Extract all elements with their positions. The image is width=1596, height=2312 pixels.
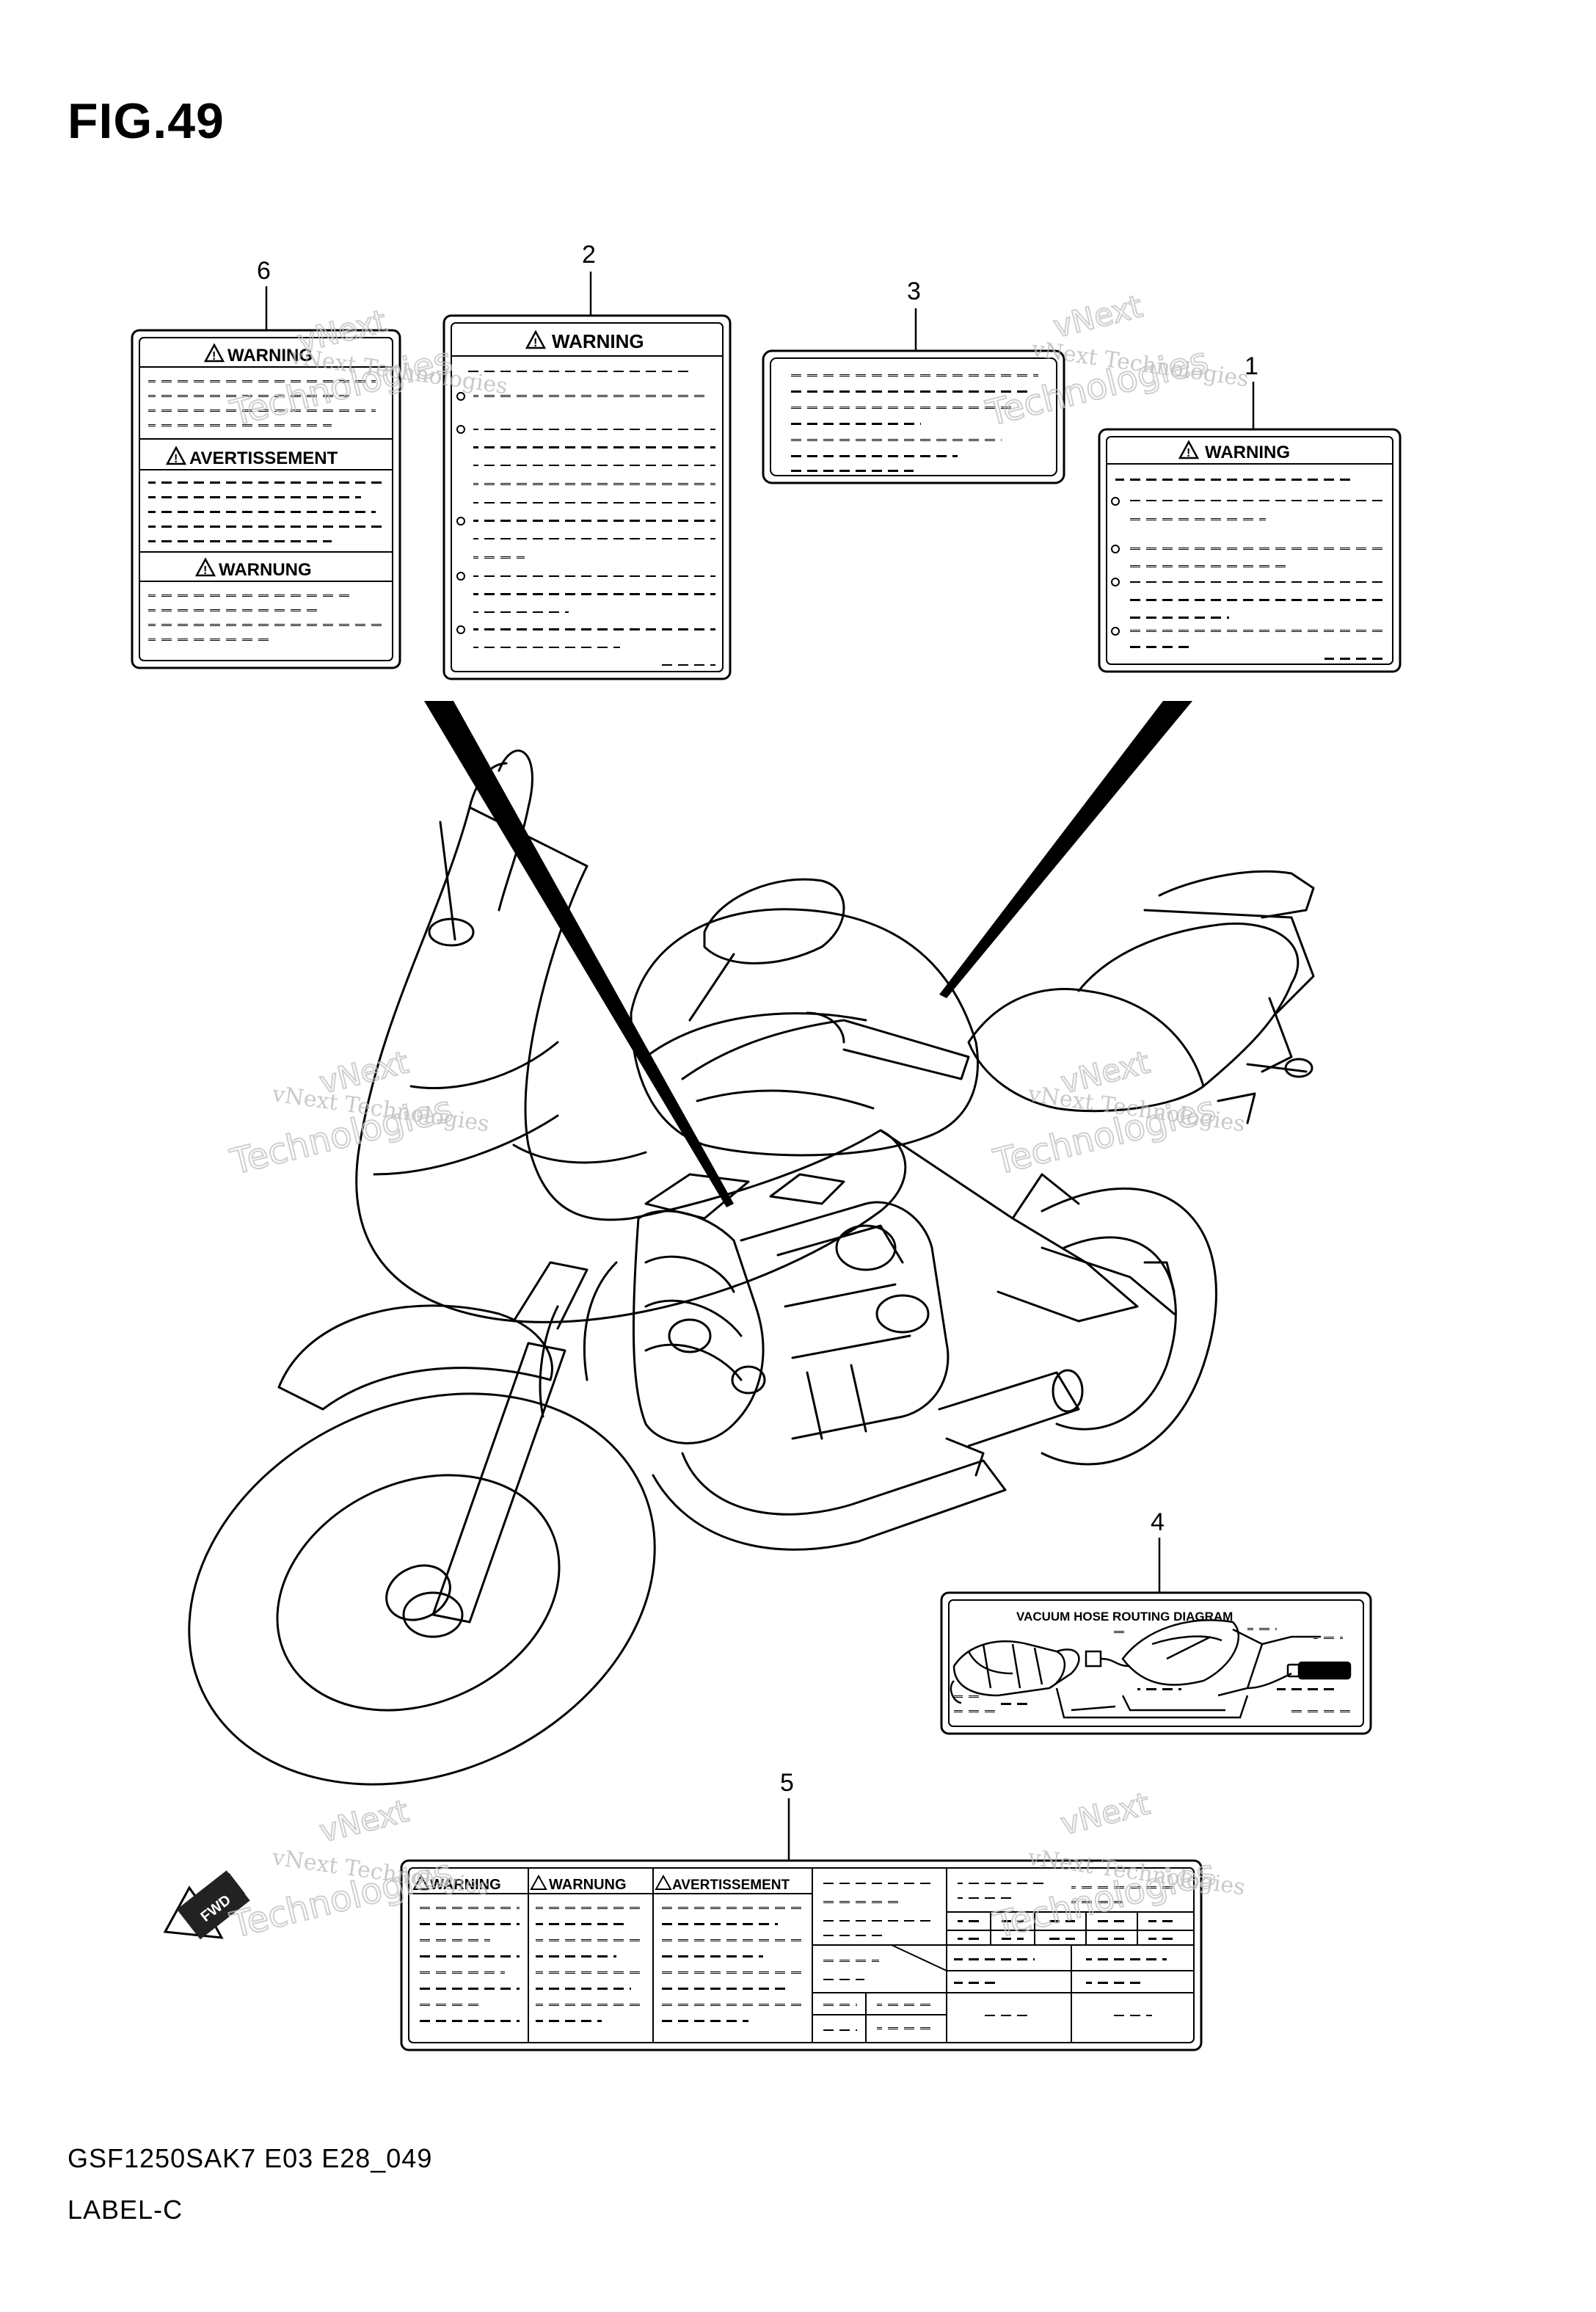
label-5-combined-info: WARNING WARNUNG AVERTISSEMENT: [400, 1769, 1203, 2051]
svg-text:!: !: [533, 337, 537, 349]
label-6-warnung-heading: WARNUNG: [219, 560, 312, 580]
label-6-warning-trilingual: ! WARNING ! AVERTISSEMENT ! WARNUNG 6: [131, 257, 401, 669]
pointer-wedge-left: [424, 701, 734, 1207]
diagram-section-name: LABEL-C: [68, 2195, 183, 2225]
label-3-info: 3: [762, 277, 1065, 484]
warning-triangle-icon: !: [525, 330, 547, 349]
warning-triangle-icon: [655, 1874, 672, 1890]
callout-number: 1: [1245, 352, 1258, 380]
label-1-warning: ! WARNING 1: [1098, 352, 1402, 673]
warning-triangle-icon: !: [194, 557, 216, 577]
motorcycle-illustration: [188, 749, 1315, 1786]
svg-text:!: !: [203, 564, 207, 577]
diagram-code: GSF1250SAK7 E03 E28_049: [68, 2143, 433, 2173]
svg-text:!: !: [174, 453, 178, 465]
warning-triangle-icon: [412, 1874, 430, 1890]
svg-text:vNext: vNext: [1057, 1785, 1154, 1842]
svg-text:!: !: [212, 350, 216, 363]
warning-triangle-icon: [530, 1874, 547, 1890]
label-6-avertissement-heading: AVERTISSEMENT: [189, 448, 338, 468]
warning-triangle-icon: !: [165, 446, 187, 465]
callout-number: 4: [1151, 1508, 1165, 1536]
callout-number: 5: [780, 1769, 794, 1797]
figure-title: FIG.49: [68, 93, 225, 149]
label-5-warnung-heading: WARNUNG: [549, 1877, 627, 1893]
label-5-avertissement-heading: AVERTISSEMENT: [672, 1877, 790, 1893]
label-2-warning: ! WARNING 2: [442, 241, 732, 680]
warning-triangle-icon: !: [203, 343, 225, 363]
pointer-wedge-right: [939, 701, 1192, 998]
callout-number: 3: [907, 277, 921, 305]
hose-routing-drawing-icon: [950, 1619, 1352, 1719]
label-4-vacuum-hose-diagram: VACUUM HOSE ROUTING DIAGRAM: [940, 1508, 1372, 1735]
vacuum-diagram-heading: VACUUM HOSE ROUTING DIAGRAM: [1016, 1610, 1233, 1624]
svg-text:vNext: vNext: [1050, 288, 1146, 344]
svg-text:vNext: vNext: [316, 1792, 412, 1849]
warning-triangle-icon: !: [1178, 440, 1200, 459]
svg-text:!: !: [1187, 447, 1190, 459]
callout-number: 6: [257, 257, 271, 285]
label-2-warning-heading: WARNING: [552, 330, 644, 352]
label-5-warning-heading: WARNING: [430, 1877, 501, 1893]
label-6-warning-heading: WARNING: [227, 346, 313, 366]
callout-number: 2: [582, 241, 596, 269]
label-1-warning-heading: WARNING: [1205, 443, 1290, 462]
forward-direction-arrow: FWD: [163, 1870, 250, 1940]
